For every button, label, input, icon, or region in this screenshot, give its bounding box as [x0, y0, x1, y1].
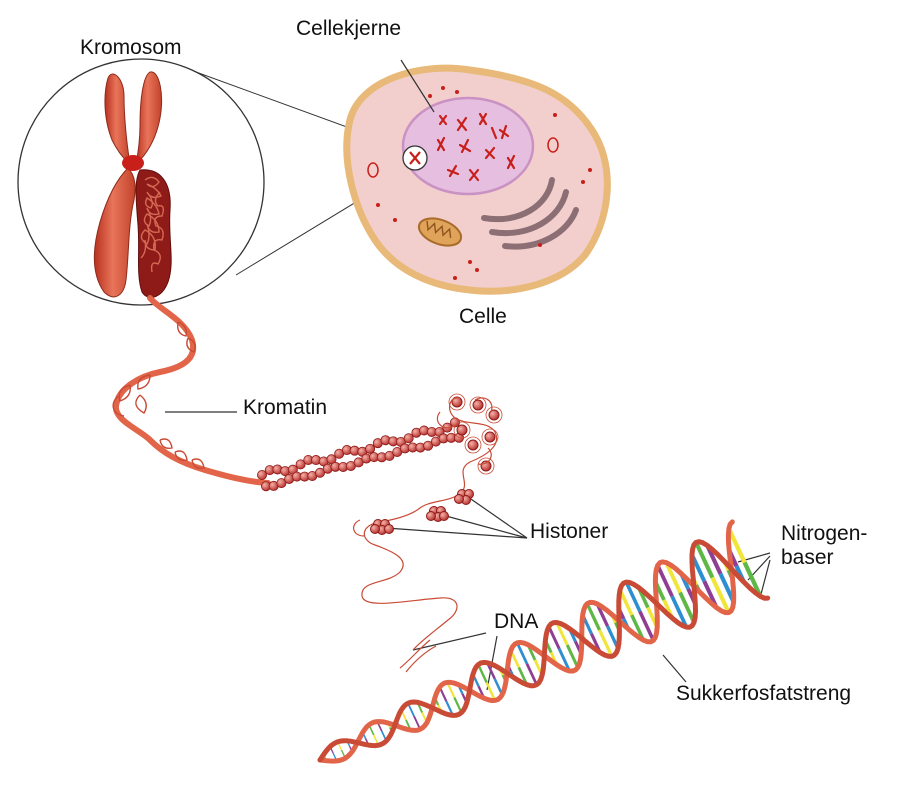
dna-helix-icon	[317, 519, 771, 764]
chromosome-icon	[93, 71, 163, 298]
nucleus-icon	[401, 96, 535, 196]
label-kromosom: Kromosom	[80, 36, 182, 59]
vesicles	[367, 137, 559, 178]
label-sukkerfosfatstreng: Sukkerfosfatstreng	[676, 682, 852, 705]
label-pointers	[165, 59, 771, 691]
label-celle: Celle	[459, 305, 507, 328]
golgi-icon	[481, 177, 579, 250]
label-histoner: Histoner	[530, 520, 609, 543]
label-dna: DNA	[494, 610, 539, 633]
label-kromatin: Kromatin	[243, 396, 328, 419]
ribosomes	[376, 86, 592, 280]
label-cellekjerne: Cellekjerne	[296, 17, 402, 40]
nucleus-chromosomes	[436, 112, 516, 182]
mitochondrion-icon	[417, 217, 463, 247]
histone-clusters	[370, 489, 474, 535]
chromatin-fiber	[112, 295, 271, 486]
chromatin-knot	[135, 169, 172, 298]
label-nitrogenbaser-line2: baser	[781, 546, 834, 569]
chromosome-magnifier	[17, 58, 265, 306]
centromere	[122, 155, 144, 171]
cell-icon	[343, 64, 611, 295]
label-nitrogenbaser: Nitrogen- baser	[781, 522, 867, 570]
label-nitrogenbaser-line1: Nitrogen-	[781, 522, 868, 545]
